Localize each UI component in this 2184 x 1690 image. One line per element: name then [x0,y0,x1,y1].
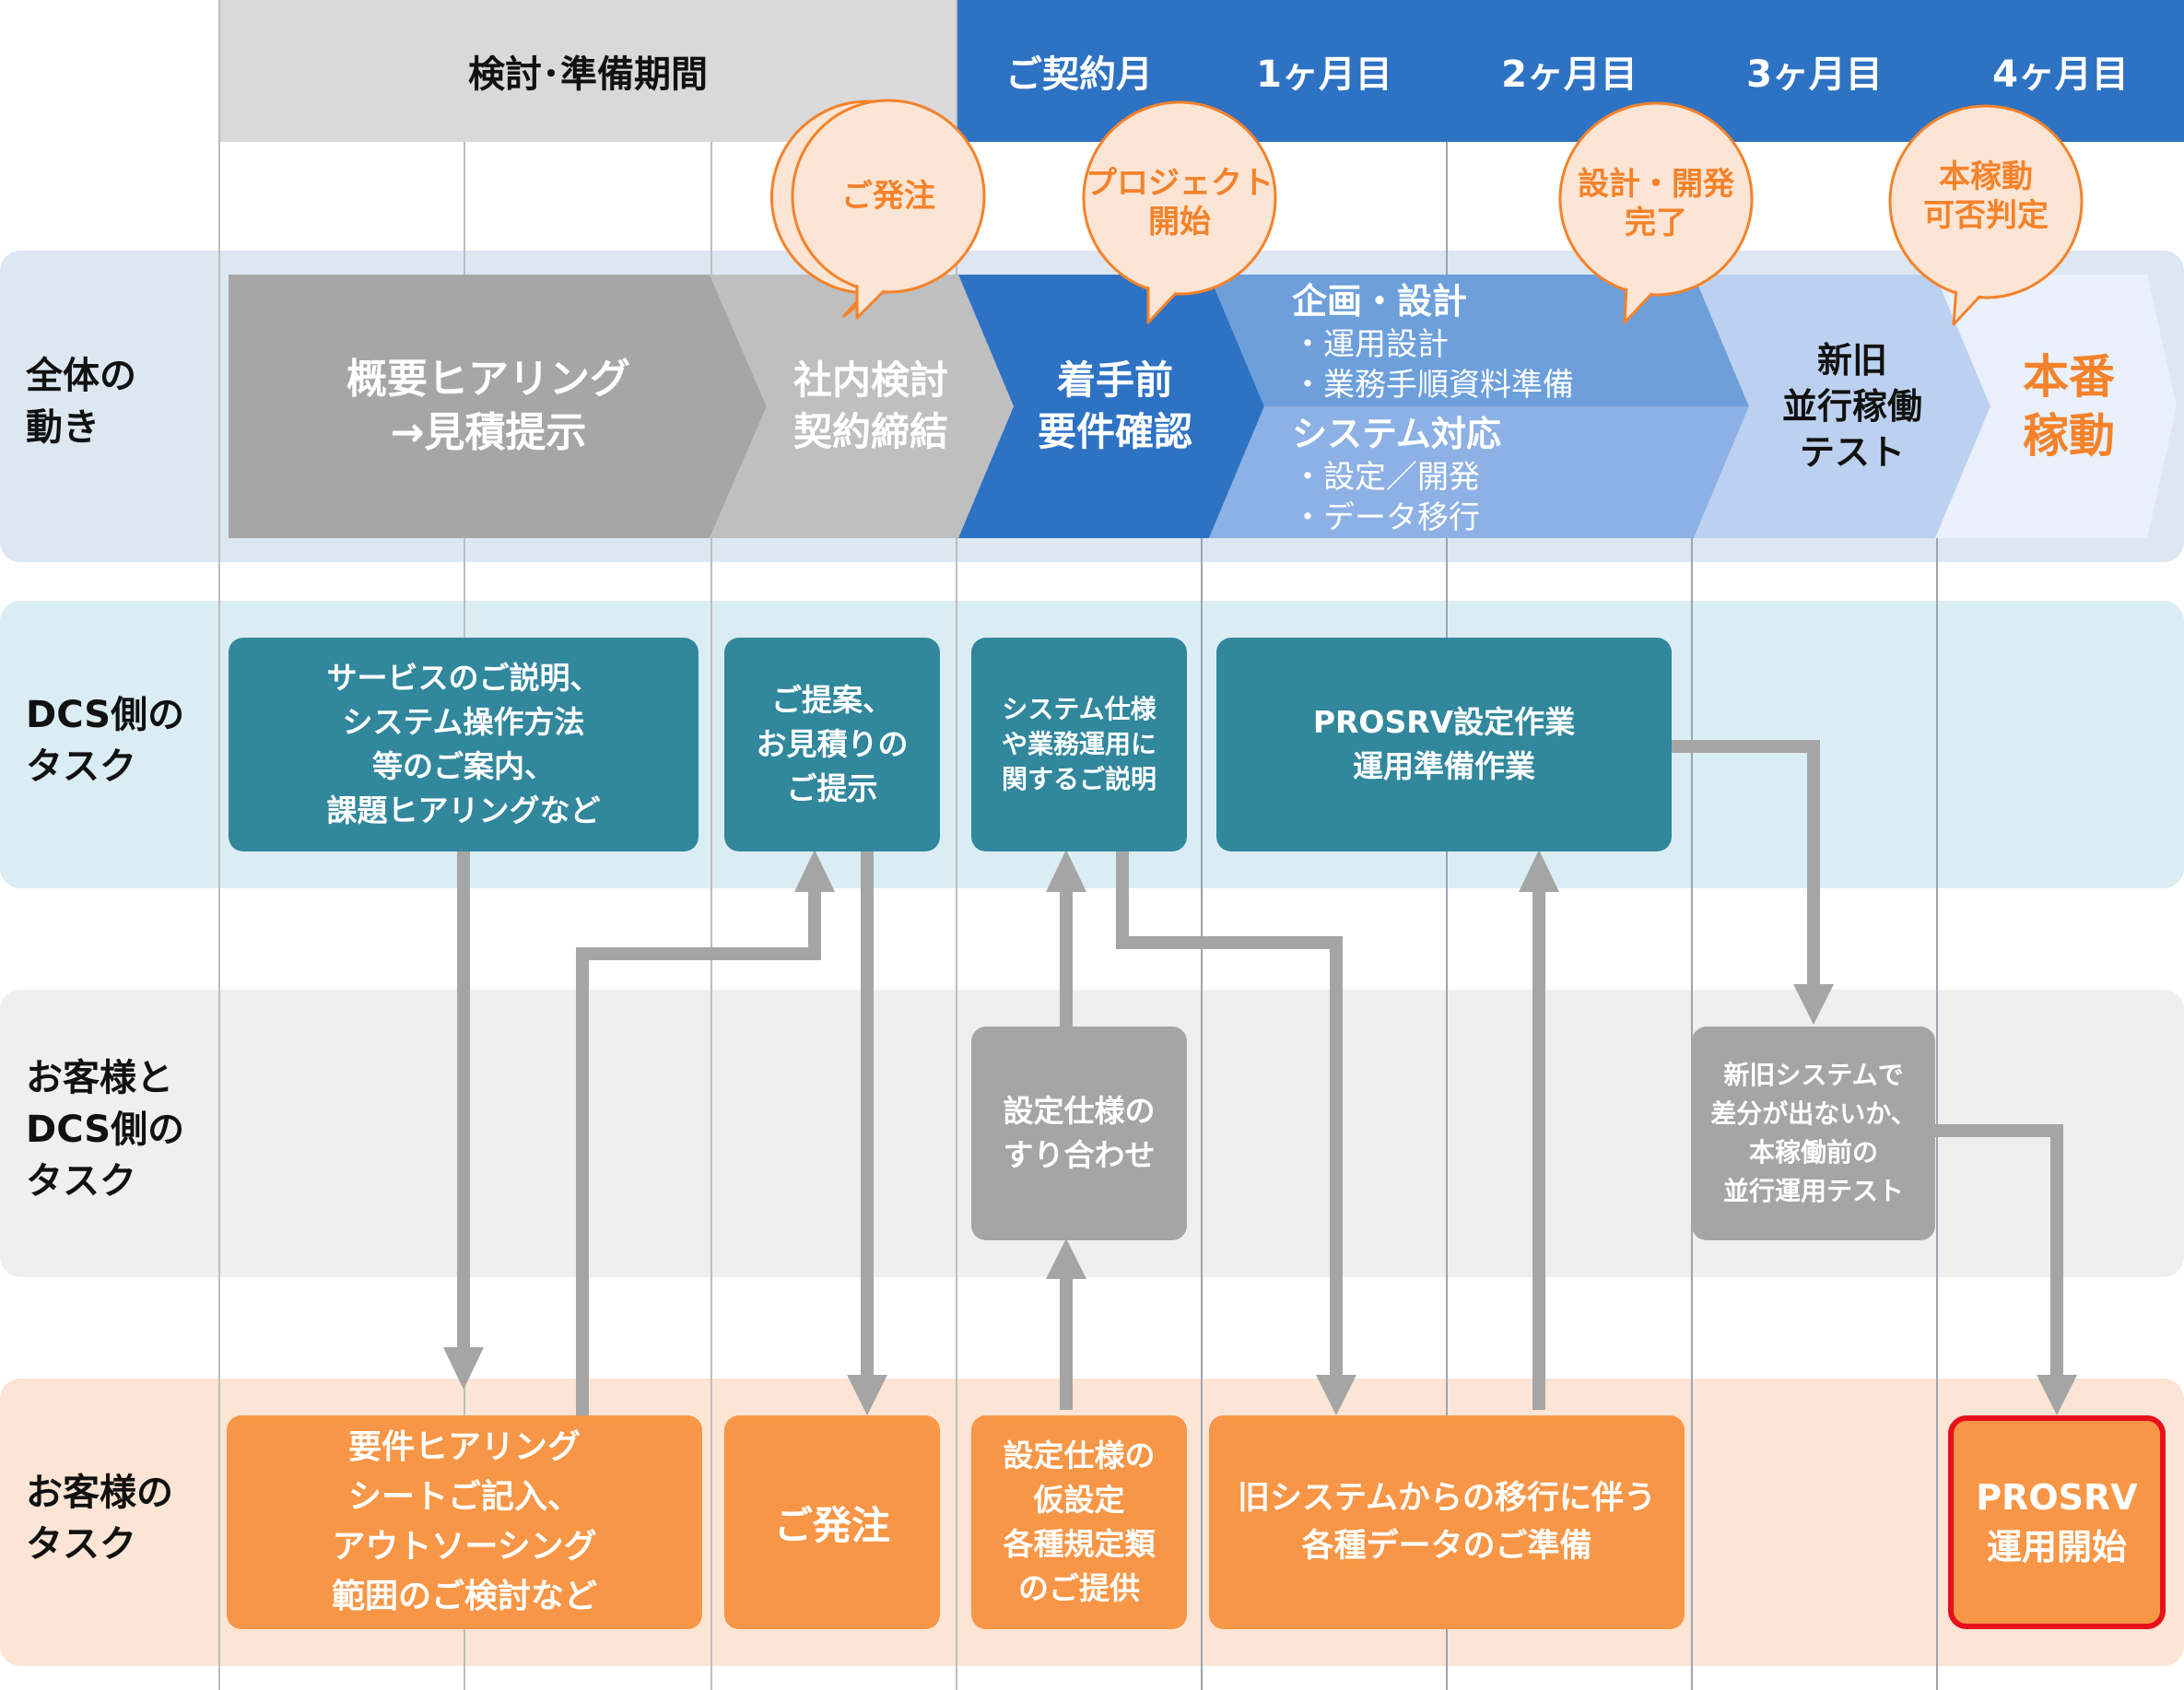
bubble-design-done-tail [1623,285,1654,324]
flow-parallel-test: 新旧 並行稼働 テスト [1781,340,1922,473]
grid-line [1446,142,1448,1690]
customer-task-provisional-setup: 設定仕様の 仮設定 各種規定類 のご提供 [971,1415,1187,1629]
row-label-joint: お客様と DCS側の タスク [26,1057,185,1203]
grid-line [1936,142,1938,1690]
arrowhead [847,1375,887,1415]
joint-task-parallel-test: 新旧システムで 差分が出ないか、 本稼働前の 並行運用テスト [1692,1027,1935,1240]
month-label: 1ヶ月目 [1256,53,1392,96]
row-label-customer: お客様の タスク [26,1472,173,1566]
customer-task-data-prep: 旧システムからの移行に伴う 各種データのご準備 [1209,1415,1685,1629]
milestone-project-start: プロジェクト 開始 [1086,165,1274,241]
chevron-planning [1209,275,1749,406]
flow-planning-title: 企画・設計 [1292,281,1468,322]
month-label: 4ヶ月目 [1992,53,2129,96]
header-month-3: 3ヶ月目 [1692,0,1937,142]
dcs-task-proposal: ご提案、 お見積りの ご提示 [724,638,940,851]
flow-system-item: ・設定／開発 [1292,459,1480,496]
dcs-task-service-explanation: サービスのご説明、 システム操作方法 等のご案内、 課題ヒアリングなど [229,638,699,851]
bubble-project-start-tail [1146,286,1178,324]
grid-line [1691,142,1693,1690]
grid-line [218,0,220,1690]
flow-production: 本番 稼動 [2023,350,2115,463]
flow-planning-item: ・業務手順資料準備 [1292,367,1574,404]
arrowhead [1519,850,1559,892]
arrowhead [1046,1238,1086,1279]
arrowhead [1316,1375,1356,1415]
arrowhead [443,1347,484,1390]
chevron-parallel-test [1694,275,1990,538]
row-label-overall: 全体の 動き [26,355,136,449]
chevron-kickoff [958,275,1264,538]
arrow-hearing-to-proposal [576,892,821,1415]
arrow-test-to-start [1935,1124,2063,1375]
flow-kickoff: 着手前 要件確認 [1037,358,1192,454]
arrowhead [1046,850,1086,892]
month-label: 3ヶ月目 [1746,53,1883,96]
grid-line [710,142,712,1690]
month-label: 2ヶ月目 [1501,53,1638,96]
chevron-hearing [229,275,767,538]
month-label: ご契約月 [1005,53,1153,96]
row-label-dcs: DCS側の タスク [26,694,185,788]
chevron-system [1209,406,1749,538]
arrowhead [1793,984,1834,1025]
customer-task-start: PROSRV 運用開始 [1948,1415,2166,1629]
customer-task-hearing-sheet: 要件ヒアリング シートご記入、 アウトソーシング 範囲のご検討など [227,1415,702,1629]
header-month-1: 1ヶ月目 [1202,0,1447,142]
arrow-spec-to-data [1116,851,1343,1375]
customer-task-order: ご発注 [724,1415,940,1629]
grid-line [956,0,957,1690]
arrow-setup-to-test [1668,740,1820,986]
grid-line [1201,142,1203,1690]
arrowhead [794,850,835,892]
dcs-task-setup-work: PROSRV設定作業 運用準備作業 [1216,638,1672,851]
flow-planning-item: ・運用設計 [1292,326,1449,363]
milestone-go-live-judgement: 本稼動 可否判定 [1923,158,2049,234]
bubble-go-live-tail [1952,287,1983,326]
planning-label: 検討･準備期間 [468,53,708,96]
milestone-design-done: 設計・開発 完了 [1578,166,1734,241]
chevron-review [710,275,1014,538]
chevron-production [1935,275,2177,538]
arrowhead [2037,1375,2077,1415]
flow-review: 社内検討 契約締結 [793,358,948,454]
bubble-order-tail [855,281,887,320]
dcs-task-spec-explanation: システム仕様 や業務運用に 関するご説明 [971,638,1187,851]
milestone-order: ご発注 [841,178,935,215]
header-month-0: ご契約月 [957,0,1202,142]
flow-hearing: 概要ヒアリング →見積提示 [346,356,630,456]
joint-task-spec-alignment: 設定仕様の すり合わせ [971,1027,1187,1240]
flow-system-item: ・データ移行 [1292,499,1480,536]
flow-system-title: システム対応 [1292,414,1501,454]
